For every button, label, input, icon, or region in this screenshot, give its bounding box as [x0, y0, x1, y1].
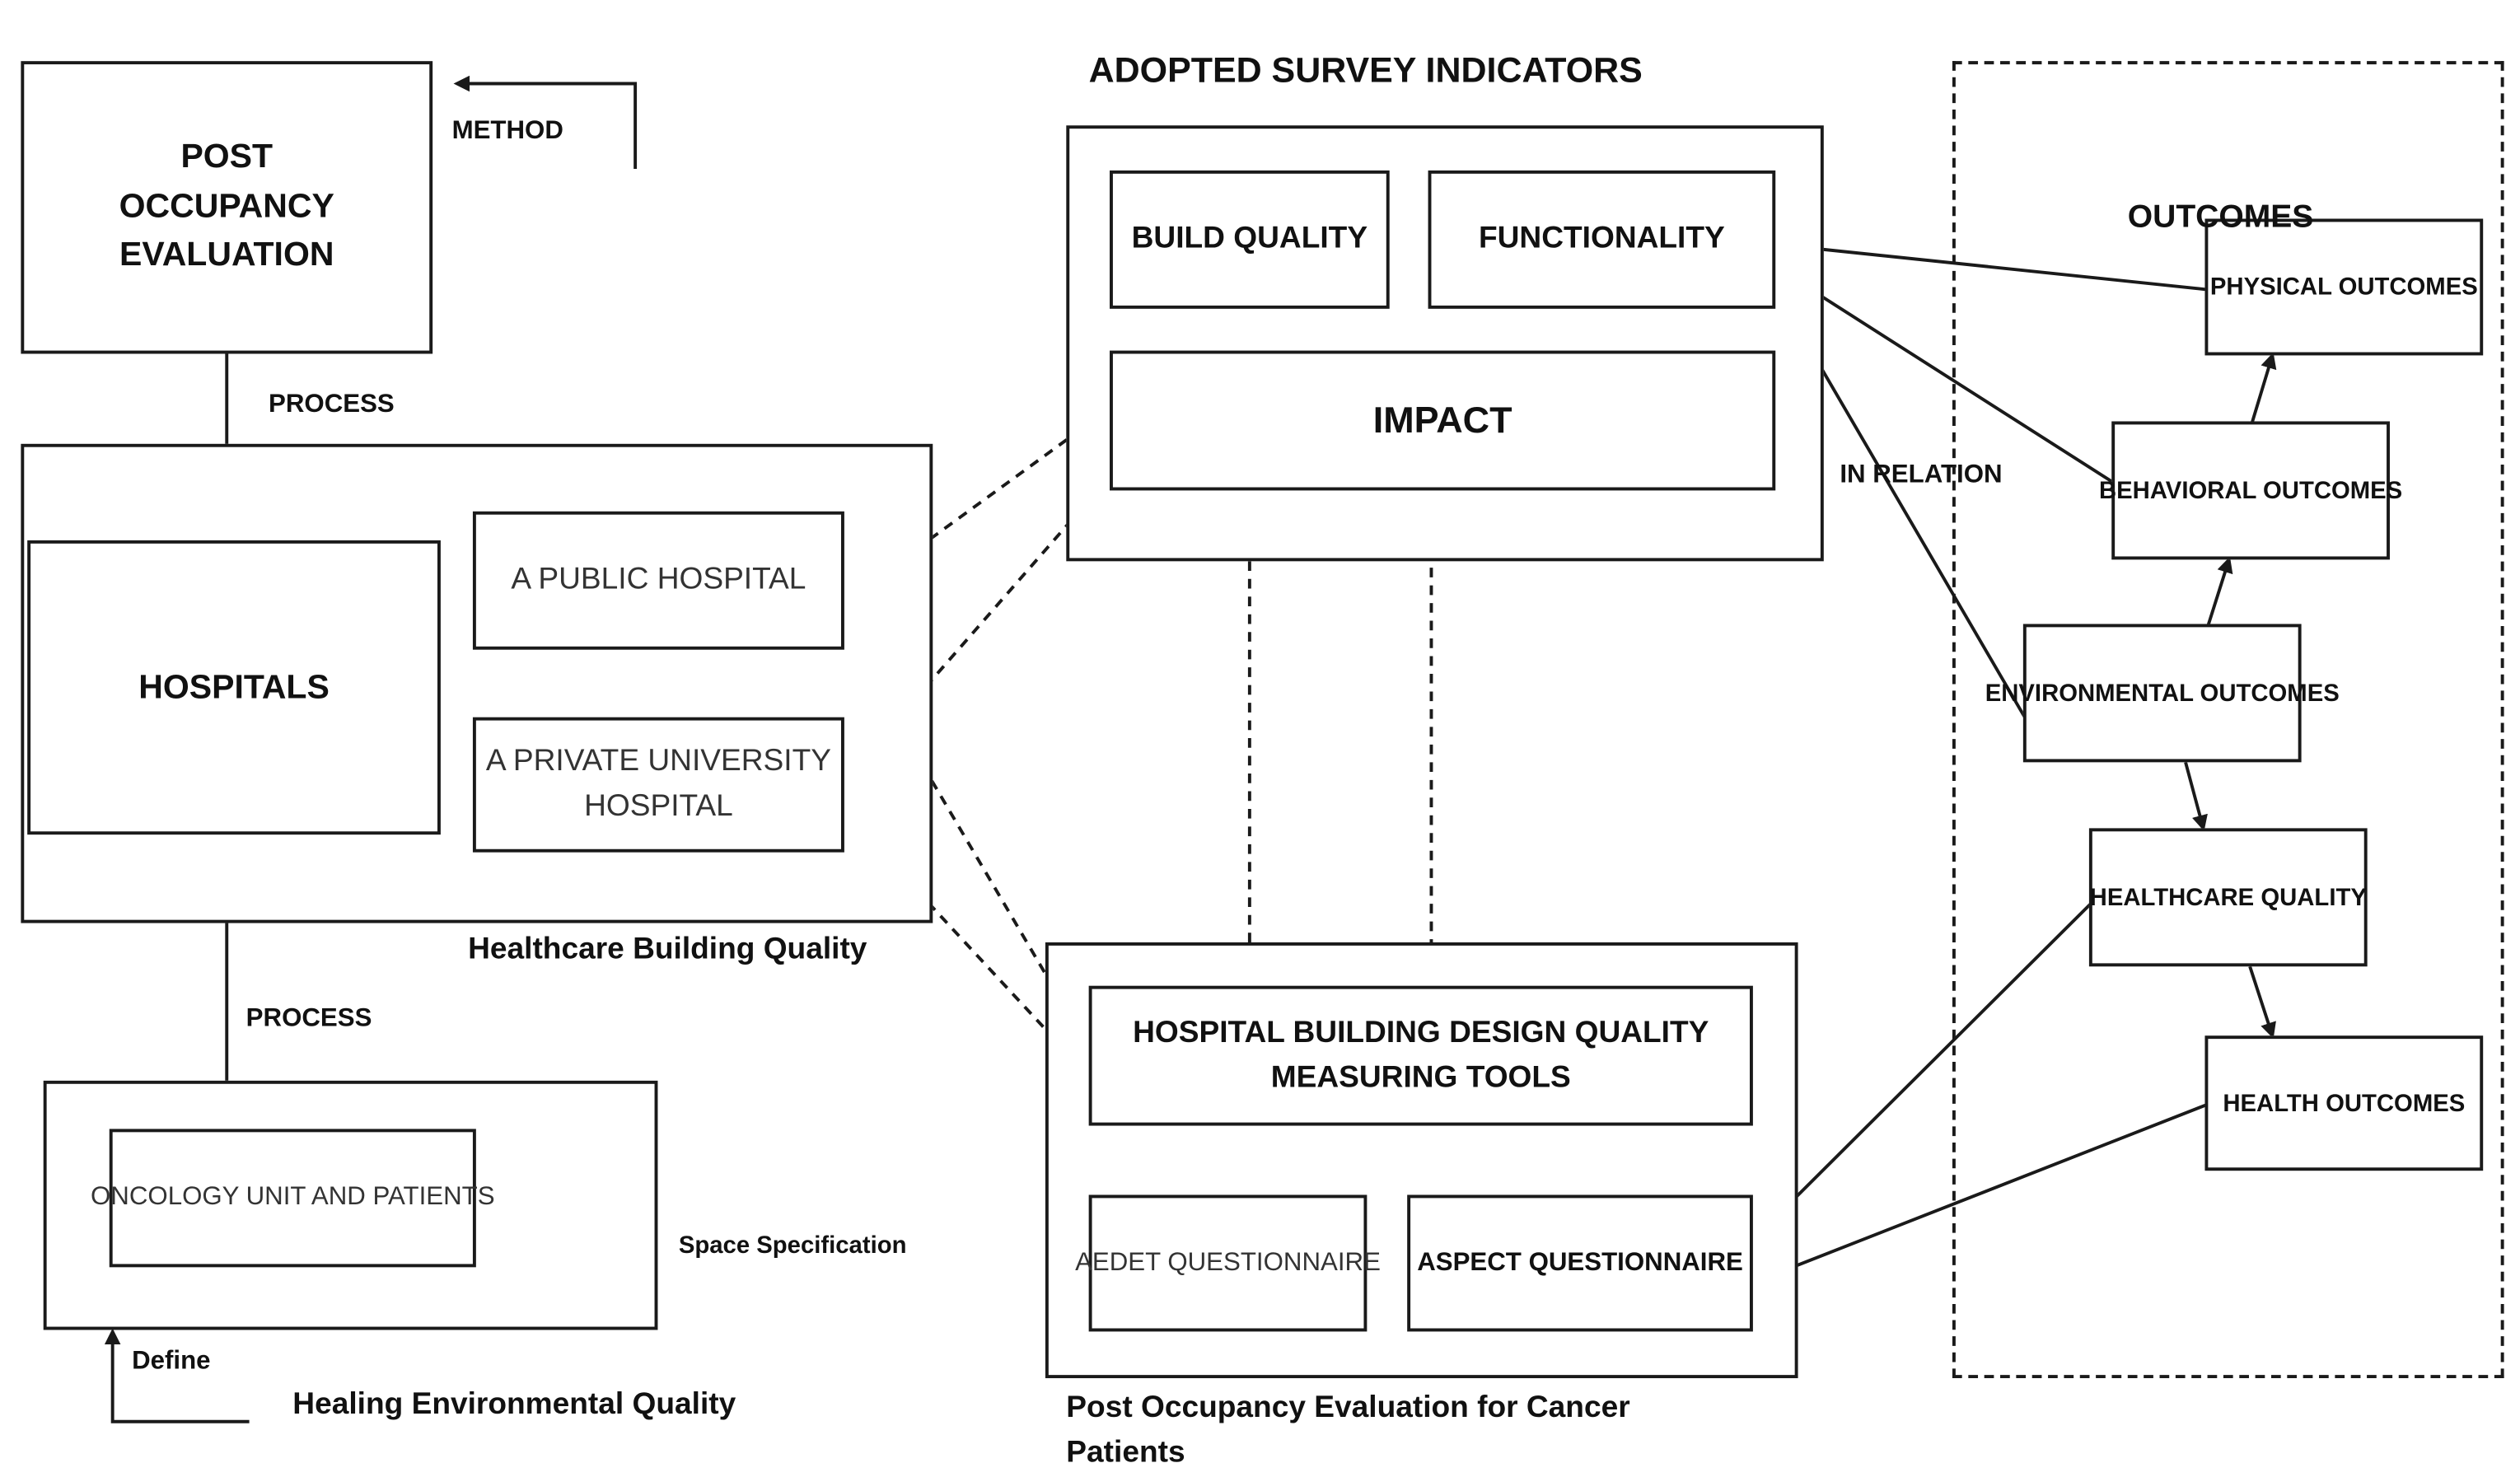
oncology-unit-box: ONCOLOGY UNIT AND PATIENTS: [91, 1129, 495, 1268]
impact-box: IMPACT: [1110, 350, 1776, 491]
arrow-healthcare-health: [2248, 965, 2276, 1039]
line-aspect-health: [1751, 1103, 2208, 1285]
line-functionality-behavioral: [1774, 265, 2115, 484]
define-arrow: [104, 1328, 250, 1423]
physical-outcomes-label: PHYSICAL OUTCOMES: [2209, 273, 2478, 301]
physical-outcomes-box: PHYSICAL OUTCOMES: [2204, 218, 2484, 356]
healthcare-quality-label: HEALTHCARE QUALITY: [2089, 883, 2367, 911]
aspect-questionnaire-label: ASPECT QUESTIONNAIRE: [1417, 1248, 1743, 1277]
functionality-box: FUNCTIONALITY: [1428, 170, 1776, 309]
hospitals-label: HOSPITALS: [138, 668, 330, 706]
post-occupancy-evaluation-label: POST OCCUPANCY EVALUATION: [119, 138, 334, 274]
design-quality-tools-box: HOSPITAL BUILDING DESIGN QUALITY MEASURI…: [1088, 985, 1753, 1126]
outcomes-heading: OUTCOMES: [2127, 199, 2314, 236]
survey-indicators-heading: ADOPTED SURVEY INDICATORS: [1088, 49, 1643, 91]
health-outcomes-box: HEALTH OUTCOMES: [2204, 1035, 2484, 1171]
arrow-behavioral-physical: [2250, 352, 2277, 425]
health-outcomes-label: HEALTH OUTCOMES: [2223, 1089, 2466, 1117]
behavioral-outcomes-label: BEHAVIORAL OUTCOMES: [2098, 476, 2403, 505]
line-aspect-healthcare: [1750, 902, 2092, 1243]
process-label-top: PROCESS: [269, 390, 395, 418]
private-university-hospital-label: A PRIVATE UNIVERSITY HOSPITAL: [485, 745, 831, 824]
healthcare-quality-box: HEALTHCARE QUALITY: [2088, 828, 2368, 967]
environmental-outcomes-label: ENVIRONMENTAL OUTCOMES: [1985, 679, 2340, 707]
oncology-unit-label: ONCOLOGY UNIT AND PATIENTS: [90, 1183, 495, 1212]
private-university-hospital-box: A PRIVATE UNIVERSITY HOSPITAL: [472, 717, 844, 853]
space-specification-label: Space Specification: [678, 1232, 907, 1260]
functionality-label: FUNCTIONALITY: [1478, 222, 1725, 256]
design-quality-tools-label: HOSPITAL BUILDING DESIGN QUALITY MEASURI…: [1133, 1016, 1709, 1095]
aedet-questionnaire-label: AEDET QUESTIONNAIRE: [1075, 1248, 1381, 1277]
behavioral-outcomes-box: BEHAVIORAL OUTCOMES: [2099, 421, 2402, 560]
healthcare-building-quality-label: Healthcare Building Quality: [468, 932, 867, 967]
poe-cancer-patients-label: Post Occupancy Evaluation for Cancer Pat…: [1066, 1391, 1630, 1470]
build-quality-label: BUILD QUALITY: [1131, 222, 1368, 256]
in-relation-label: IN RELATION: [1840, 461, 2003, 489]
aspect-questionnaire-box: ASPECT QUESTIONNAIRE: [1407, 1194, 1753, 1332]
healing-environmental-quality-label: Healing Environmental Quality: [292, 1387, 736, 1422]
impact-label: IMPACT: [1372, 399, 1512, 441]
define-label: Define: [132, 1347, 211, 1376]
outcomes-group: [1952, 61, 2504, 1379]
method-arrow: [453, 75, 638, 169]
line-functionality-physical: [1775, 242, 2207, 292]
aedet-questionnaire-box: AEDET QUESTIONNAIRE: [1075, 1194, 1381, 1332]
public-hospital-label: A PUBLIC HOSPITAL: [511, 563, 806, 597]
process-label-bottom: PROCESS: [245, 1005, 372, 1033]
post-occupancy-evaluation-box: POST OCCUPANCY EVALUATION: [21, 61, 433, 354]
public-hospital-box: A PUBLIC HOSPITAL: [472, 511, 844, 650]
hospitals-box: HOSPITALS: [27, 540, 441, 835]
build-quality-box: BUILD QUALITY: [1110, 170, 1390, 309]
arrow-environmental-healthcare: [2184, 761, 2208, 832]
method-label: METHOD: [451, 117, 563, 145]
environmental-outcomes-box: ENVIRONMENTAL OUTCOMES: [1985, 624, 2340, 763]
arrow-environmental-behavioral: [2206, 556, 2233, 626]
